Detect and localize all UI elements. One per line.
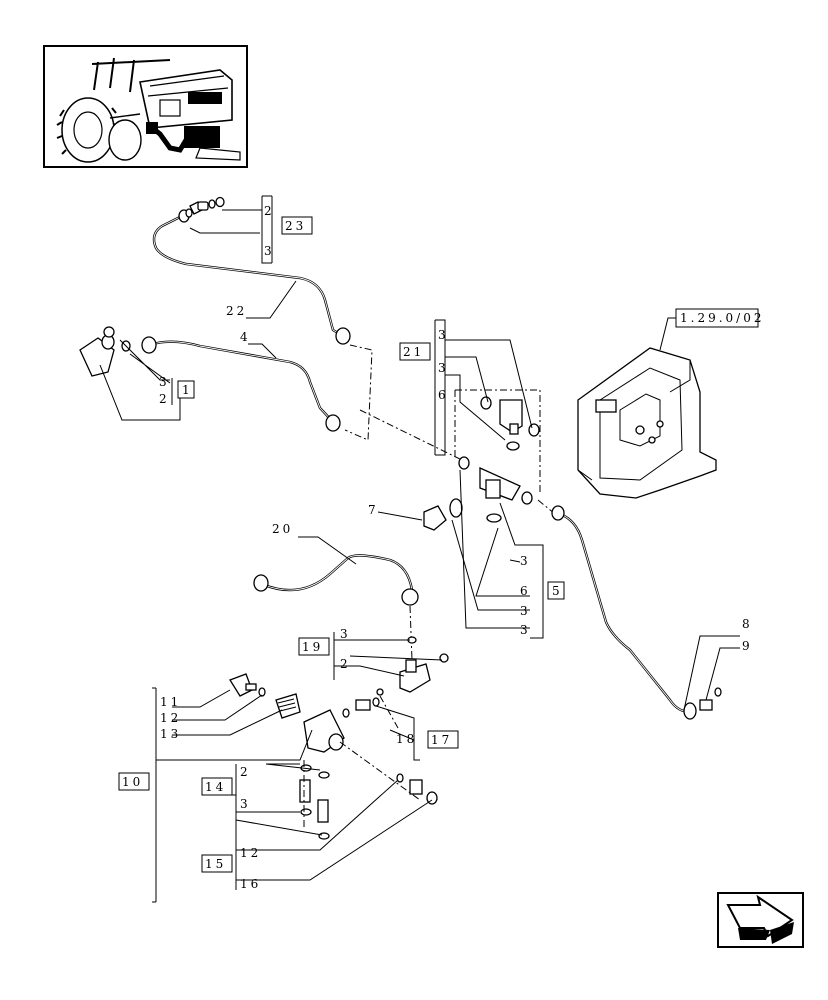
callout-2-d: 2 (240, 765, 251, 779)
callout-labels: 2 3 22 4 3 2 3 3 6 7 20 3 6 3 3 8 9 3 2 … (159, 204, 753, 891)
callout-3-c: 3 (438, 328, 449, 342)
callout-21: 21 (403, 345, 424, 359)
callout-3-a: 3 (264, 244, 275, 258)
callout-3-f: 3 (520, 604, 531, 618)
callout-8: 8 (742, 617, 753, 631)
callout-2-a: 2 (264, 204, 275, 218)
plug-7 (377, 505, 447, 531)
callout-3-d: 3 (438, 361, 449, 375)
callout-3-b: 3 (159, 375, 170, 389)
callout-15: 15 (205, 857, 226, 871)
callout-3-g: 3 (520, 623, 531, 637)
pipe-4 (79, 326, 341, 432)
callout-12-a: 12 (160, 711, 181, 725)
callout-1: 1 (182, 383, 193, 397)
pipe-22 (152, 196, 351, 345)
callout-23: 23 (285, 219, 306, 233)
callout-11: 11 (160, 695, 181, 709)
leader-lines (99, 195, 556, 515)
callout-9: 9 (742, 639, 753, 653)
callout-3-h: 3 (340, 627, 351, 641)
callout-5: 5 (552, 584, 563, 598)
callout-13: 13 (160, 727, 181, 741)
tee-fitting-5 (449, 456, 533, 523)
callout-19: 19 (302, 640, 323, 654)
callout-3-e: 3 (520, 554, 531, 568)
pipe-20 (253, 536, 419, 661)
leader-lines-center (434, 319, 544, 639)
callout-3-i: 3 (240, 797, 251, 811)
callout-2-c: 2 (340, 657, 351, 671)
transmission-housing (577, 317, 717, 499)
tractor-thumbnail-icon (43, 45, 248, 168)
next-page-arrow-icon[interactable] (717, 892, 804, 948)
callout-6-b: 6 (520, 584, 531, 598)
callout-6-a: 6 (438, 388, 449, 402)
callout-14: 14 (205, 780, 226, 794)
boxed-callouts: 23 1 21 1.29.0/02 5 19 17 10 14 15 (118, 216, 764, 873)
callout-20: 20 (272, 522, 293, 536)
reference-1-29-0-02: 1.29.0/02 (680, 311, 764, 325)
callout-4: 4 (240, 330, 251, 344)
callout-2-b: 2 (159, 392, 170, 406)
lower-assembly (152, 632, 449, 903)
callout-12-b: 12 (240, 846, 261, 860)
pipe-8 (551, 505, 740, 720)
callout-22: 22 (226, 304, 247, 318)
callout-18: 18 (396, 732, 417, 746)
callout-16: 16 (240, 877, 261, 891)
callout-10: 10 (122, 775, 143, 789)
callout-7: 7 (368, 503, 379, 517)
tee-fitting-21 (480, 396, 540, 451)
callout-17: 17 (431, 733, 452, 747)
